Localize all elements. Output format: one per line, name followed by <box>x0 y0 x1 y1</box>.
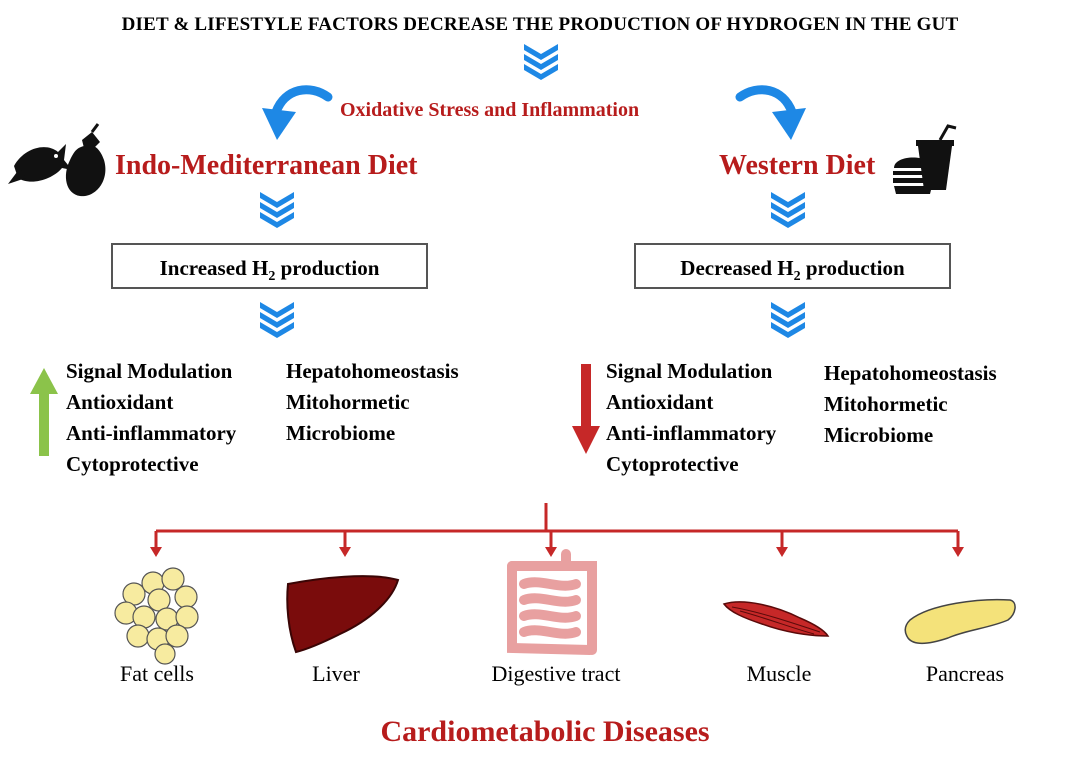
stress-label: Oxidative Stress and Inflammation <box>340 99 640 121</box>
box-left-suffix: production <box>275 256 380 280</box>
left-effects-col1: Signal Modulation Antioxidant Anti-infla… <box>66 356 236 480</box>
left-diet-title: Indo-Mediterranean Diet <box>115 150 418 181</box>
effect-item: Mitohormetic <box>824 392 948 416</box>
eggplant-icon <box>65 123 106 197</box>
box-right-prefix: Decreased H <box>680 256 794 280</box>
digestive-tract-icon <box>507 549 597 655</box>
organ-label-liver: Liver <box>312 661 360 686</box>
effect-item: Signal Modulation <box>66 359 233 383</box>
page-title: DIET & LIFESTYLE FACTORS DECREASE THE PR… <box>121 14 959 35</box>
drink-icon <box>916 124 957 190</box>
right-effects-col2: Hepatohomeostasis Mitohormetic Microbiom… <box>824 358 997 451</box>
effect-item: Hepatohomeostasis <box>286 359 459 383</box>
chevron-down-icon-right-2 <box>771 302 805 338</box>
chevron-down-icon-left-2 <box>260 302 294 338</box>
organ-label-pancreas: Pancreas <box>925 661 1005 686</box>
effect-item: Antioxidant <box>606 390 714 414</box>
bottom-title: Cardiometabolic Diseases <box>380 715 710 748</box>
box-left-prefix: Increased H <box>159 256 269 280</box>
effect-item: Microbiome <box>286 421 396 445</box>
curved-arrow-right-icon <box>735 85 806 140</box>
chevron-down-icon-left-1 <box>260 192 294 228</box>
organ-label-fat-cells: Fat cells <box>120 661 194 686</box>
up-arrow-icon <box>30 368 58 456</box>
chevron-down-icon-right-1 <box>771 192 805 228</box>
liver-icon <box>286 575 400 654</box>
right-diet-title: Western Diet <box>719 150 876 181</box>
effect-item: Anti-inflammatory <box>66 421 237 445</box>
fat-cells-icon <box>114 567 199 665</box>
increased-h2-box: Increased H2 production <box>111 243 428 289</box>
box-left-sub: 2 <box>268 269 276 285</box>
pancreas-icon <box>904 598 1016 644</box>
down-arrow-icon <box>572 364 600 454</box>
effect-item: Microbiome <box>824 423 934 447</box>
fish-icon <box>8 144 72 184</box>
effect-item: Mitohormetic <box>286 390 410 414</box>
chevron-down-icon-top <box>524 44 558 80</box>
muscle-icon <box>722 601 830 637</box>
effect-item: Cytoprotective <box>66 452 199 476</box>
effect-item: Cytoprotective <box>606 452 739 476</box>
left-effects-col2: Hepatohomeostasis Mitohormetic Microbiom… <box>286 356 459 449</box>
organ-label-digestive-tract: Digestive tract <box>491 661 621 686</box>
box-right-suffix: production <box>800 256 905 280</box>
decreased-h2-box: Decreased H2 production <box>634 243 951 289</box>
curved-arrow-left-icon <box>262 85 333 140</box>
effect-item: Hepatohomeostasis <box>824 361 997 385</box>
effect-item: Antioxidant <box>66 390 174 414</box>
organ-connector <box>154 503 960 548</box>
box-right-sub: 2 <box>793 269 801 285</box>
effect-item: Signal Modulation <box>606 359 773 383</box>
organ-label-muscle: Muscle <box>746 661 812 686</box>
right-effects-col1: Signal Modulation Antioxidant Anti-infla… <box>606 356 776 480</box>
effect-item: Anti-inflammatory <box>606 421 777 445</box>
organ-connector-arrowheads <box>150 547 964 557</box>
